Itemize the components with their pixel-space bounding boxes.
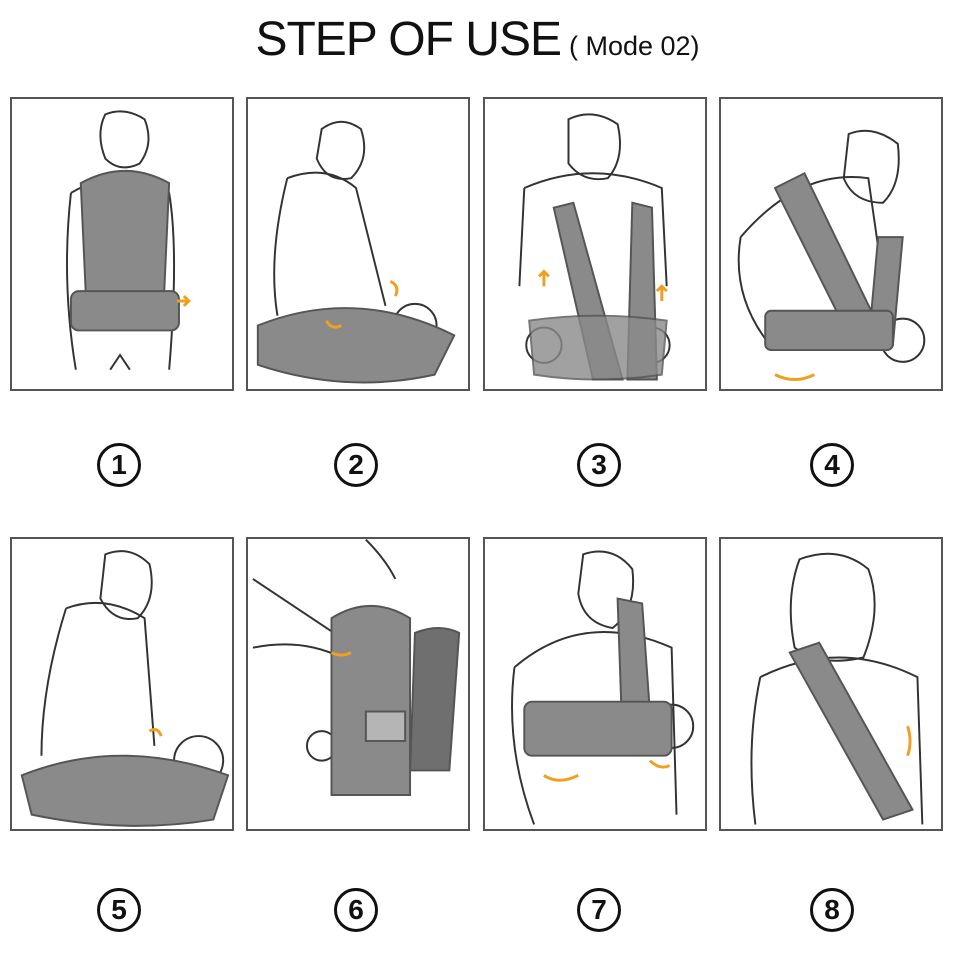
- step-6-number: 6: [334, 888, 378, 932]
- title-main: STEP OF USE: [255, 13, 562, 66]
- step-4-illustration: [719, 97, 943, 391]
- step-5-illustration: [10, 537, 234, 831]
- step-2-number: 2: [334, 443, 378, 487]
- step-6-illustration: [246, 537, 470, 831]
- step-8-number: 8: [810, 888, 854, 932]
- step-3-number: 3: [577, 443, 621, 487]
- title-mode: ( Mode 02): [568, 31, 700, 61]
- step-7-number: 7: [577, 888, 621, 932]
- step-4-number: 4: [810, 443, 854, 487]
- step-8-illustration: [719, 537, 943, 831]
- step-5-number: 5: [97, 888, 141, 932]
- step-3-illustration: [483, 97, 707, 391]
- step-1-number: 1: [97, 443, 141, 487]
- step-2-illustration: [246, 97, 470, 391]
- page-title: STEP OF USE( Mode 02): [0, 12, 955, 67]
- step-7-illustration: [483, 537, 707, 831]
- step-1-illustration: [10, 97, 234, 391]
